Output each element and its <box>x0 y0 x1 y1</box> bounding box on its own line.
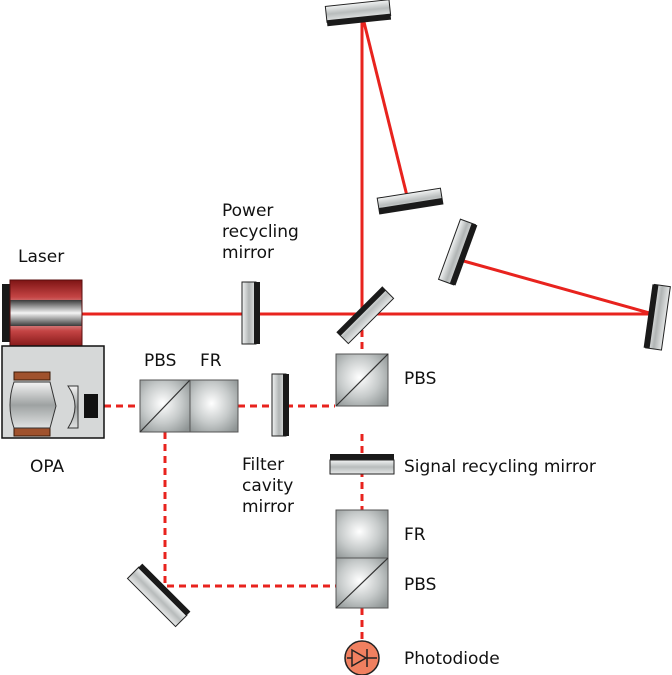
right-fold-mirror <box>437 218 478 286</box>
solid-beams <box>82 13 654 316</box>
label-power-line-2: recycling <box>222 222 299 242</box>
label-photodiode: Photodiode <box>404 649 500 669</box>
signal-recycling-mirror <box>329 454 395 475</box>
top-fold-mirror <box>324 0 392 27</box>
label-power-line-1: Power <box>222 201 273 221</box>
pbs-bottom <box>335 557 389 609</box>
beam-right-fold <box>459 258 654 316</box>
label-opa: OPA <box>30 457 65 477</box>
laser-source <box>2 279 83 349</box>
label-pbs-bottom: PBS <box>404 575 436 595</box>
lower-left-fold-mirror <box>126 563 191 628</box>
label-pbs-left: PBS <box>144 351 176 371</box>
label-filter-line-2: cavity <box>242 476 293 496</box>
label-laser: Laser <box>18 247 64 267</box>
opa-box <box>1 345 105 439</box>
pbs-right <box>335 353 389 407</box>
label-fr-bottom: FR <box>404 525 426 545</box>
label-power-line-3: mirror <box>222 243 274 263</box>
label-pbs-right: PBS <box>404 369 436 389</box>
end-mirror <box>643 283 671 351</box>
upper-fold-mirror <box>376 187 444 215</box>
label-filter-line-1: Filter <box>242 455 284 475</box>
label-signal-recycling: Signal recycling mirror <box>404 457 596 477</box>
photodiode-icon <box>344 640 380 675</box>
fr-bottom <box>335 509 389 559</box>
labels: Laser Power recycling mirror PBS FR OPA … <box>18 201 596 669</box>
dashed-beams <box>104 318 364 644</box>
beam-return-path <box>163 432 336 588</box>
fr-left <box>189 379 239 433</box>
pbs-left <box>139 379 191 433</box>
label-fr-left: FR <box>200 351 222 371</box>
power-recycling-mirror <box>241 281 260 345</box>
label-filter-line-3: mirror <box>242 497 294 517</box>
beam-splitter <box>336 286 395 345</box>
filter-cavity-mirror <box>271 373 289 437</box>
beam-top-fold <box>360 13 411 205</box>
